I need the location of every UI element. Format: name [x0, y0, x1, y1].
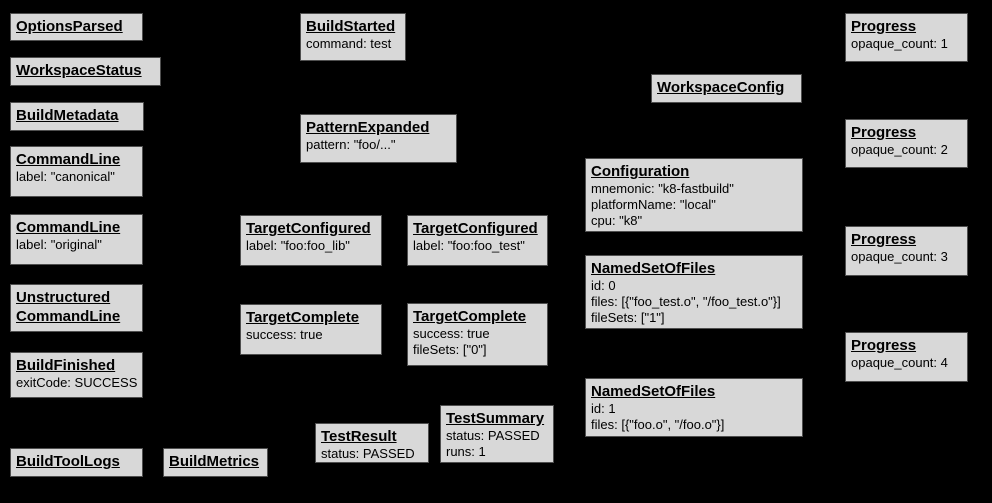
- event-node-buildtoollogs-7: BuildToolLogs: [10, 448, 143, 477]
- node-attribute: fileSets: ["0"]: [413, 342, 487, 357]
- node-attribute: label: "original": [16, 237, 102, 252]
- event-node-workspacestatus-1: WorkspaceStatus: [10, 57, 161, 86]
- node-attribute: label: "canonical": [16, 169, 115, 184]
- node-title: NamedSetOfFiles: [591, 383, 716, 400]
- node-attribute: fileSets: ["1"]: [591, 310, 665, 325]
- node-attribute: opaque_count: 4: [851, 355, 948, 370]
- node-title: BuildFinished: [16, 357, 116, 374]
- node-title: BuildStarted: [306, 18, 396, 35]
- node-title: Progress: [851, 124, 917, 141]
- node-attribute: opaque_count: 1: [851, 36, 948, 51]
- node-attribute: exitCode: SUCCESS: [16, 375, 138, 390]
- node-title: PatternExpanded: [306, 119, 430, 136]
- event-node-workspaceconfig-17: WorkspaceConfig: [651, 74, 802, 103]
- node-attribute: files: [{"foo.o", "/foo.o"}]: [591, 417, 725, 432]
- node-attribute: mnemonic: "k8-fastbuild": [591, 181, 734, 196]
- node-title: TargetComplete: [413, 308, 527, 325]
- node-attribute: cpu: "k8": [591, 213, 643, 228]
- node-attribute: command: test: [306, 36, 392, 51]
- node-title: CommandLine: [16, 219, 121, 236]
- node-title: TestSummary: [446, 410, 545, 427]
- node-attribute: pattern: "foo/...": [306, 137, 396, 152]
- node-title: Unstructured: [16, 289, 111, 306]
- node-title: Configuration: [591, 163, 690, 180]
- node-title: Progress: [851, 231, 917, 248]
- event-node-buildmetrics-16: BuildMetrics: [163, 448, 268, 477]
- node-title: OptionsParsed: [16, 18, 123, 35]
- node-attribute: label: "foo:foo_test": [413, 238, 525, 253]
- event-node-buildmetadata-2: BuildMetadata: [10, 102, 144, 131]
- node-attribute: files: [{"foo_test.o", "/foo_test.o"}]: [591, 294, 781, 309]
- node-title: BuildMetadata: [16, 107, 119, 124]
- node-title: WorkspaceStatus: [16, 62, 142, 79]
- node-title: TargetConfigured: [413, 220, 538, 237]
- node-attribute: label: "foo:foo_lib": [246, 238, 350, 253]
- node-title: CommandLine: [16, 308, 121, 325]
- node-title: BuildMetrics: [169, 453, 260, 470]
- node-attribute: opaque_count: 3: [851, 249, 948, 264]
- node-attribute: id: 0: [591, 278, 616, 293]
- node-attribute: status: PASSED: [446, 428, 540, 443]
- node-title: TestResult: [321, 428, 397, 445]
- node-attribute: success: true: [246, 327, 323, 342]
- node-title: NamedSetOfFiles: [591, 260, 716, 277]
- node-title: Progress: [851, 18, 917, 35]
- node-attribute: opaque_count: 2: [851, 142, 948, 157]
- node-title: TargetComplete: [246, 309, 360, 326]
- node-attribute: id: 1: [591, 401, 616, 416]
- node-title: BuildToolLogs: [16, 453, 120, 470]
- node-title: CommandLine: [16, 151, 121, 168]
- node-attribute: runs: 1: [446, 444, 486, 459]
- node-title: WorkspaceConfig: [657, 79, 785, 96]
- node-title: TargetConfigured: [246, 220, 371, 237]
- node-title: Progress: [851, 337, 917, 354]
- event-node-optionsparsed-0: OptionsParsed: [10, 13, 143, 41]
- node-attribute: platformName: "local": [591, 197, 716, 212]
- node-attribute: success: true: [413, 326, 490, 341]
- node-attribute: status: PASSED: [321, 446, 415, 461]
